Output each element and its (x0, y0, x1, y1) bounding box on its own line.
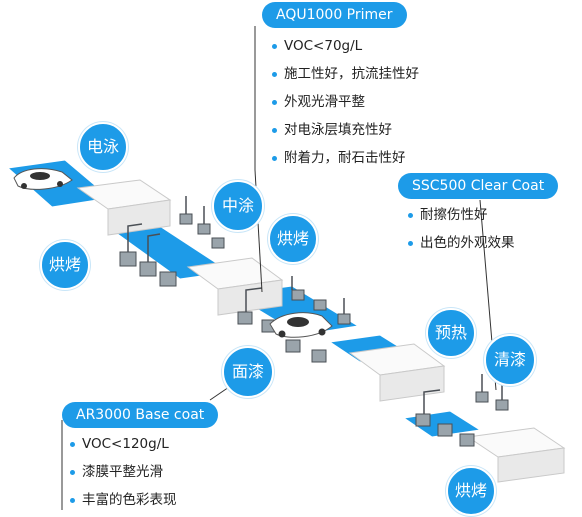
primer-features: VOC<70g/L 施工性好，抗流挂性好 外观光滑平整 对电泳层填充性好 附着力… (272, 32, 419, 172)
primer-feature: 外观光滑平整 (272, 88, 419, 116)
stage-bake-3: 烘烤 (446, 466, 496, 516)
primer-feature: VOC<70g/L (272, 32, 419, 60)
clearcoat-title: SSC500 Clear Coat (398, 173, 559, 199)
basecoat-features: VOC<120g/L 漆膜平整光滑 丰富的色彩表现 (70, 430, 177, 514)
basecoat-title: AR3000 Base coat (62, 402, 219, 428)
basecoat-feature: 丰富的色彩表现 (70, 486, 177, 514)
stage-clearcoat: 清漆 (484, 334, 536, 386)
stage-bake-2: 烘烤 (268, 214, 318, 264)
basecoat-feature: VOC<120g/L (70, 430, 177, 458)
robot-arms (127, 196, 503, 414)
primer-feature: 施工性好，抗流挂性好 (272, 60, 419, 88)
stage-topcoat: 面漆 (222, 346, 274, 398)
stage-preheat: 预热 (426, 308, 476, 358)
primer-feature: 对电泳层填充性好 (272, 116, 419, 144)
primer-feature: 附着力，耐石击性好 (272, 144, 419, 172)
clearcoat-feature: 出色的外观效果 (408, 229, 515, 257)
primer-title: AQU1000 Primer (262, 2, 407, 28)
booths (76, 179, 566, 483)
basecoat-feature: 漆膜平整光滑 (70, 458, 177, 486)
stage-electrocoat: 电泳 (78, 122, 128, 172)
stage-primer: 中涂 (212, 180, 264, 232)
car-middle (269, 312, 333, 338)
clearcoat-feature: 耐擦伤性好 (408, 201, 515, 229)
clearcoat-features: 耐擦伤性好 出色的外观效果 (408, 201, 515, 257)
car-left (13, 168, 73, 190)
stage-bake-1: 烘烤 (40, 240, 90, 290)
